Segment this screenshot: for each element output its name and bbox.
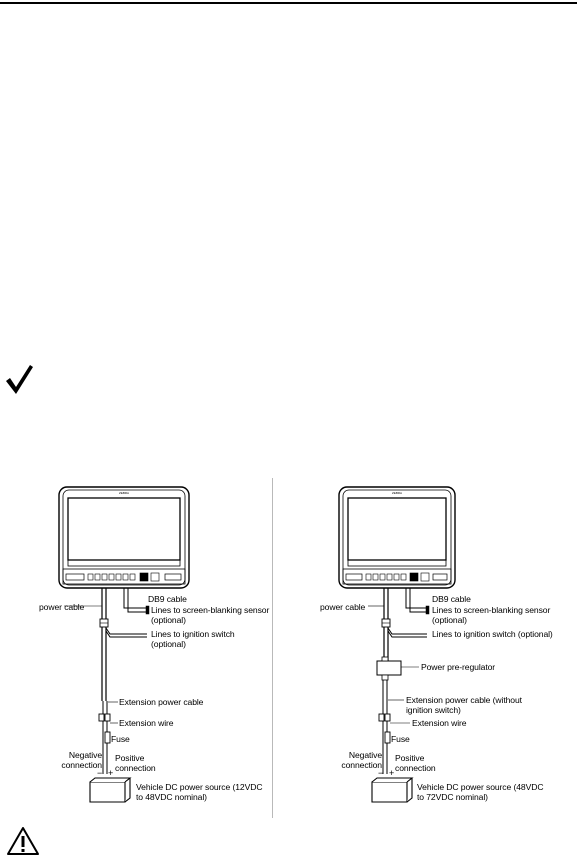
negative-connection-label: Negative connection: [61, 750, 102, 770]
check-icon: [6, 365, 33, 394]
negative-connection-label-right: Negative connection: [341, 750, 382, 770]
header-rule: [0, 2, 577, 4]
caution-icon: [7, 827, 39, 855]
vehicle-computer-left: [58, 486, 190, 589]
db9-cable-label: DB9 cable: [148, 594, 187, 604]
positive-connection-label: Positive connection: [115, 753, 156, 773]
wiring-diagram-left: ZEBRA − +: [58, 486, 190, 803]
svg-text:−: −: [97, 768, 102, 778]
figure-left: ZEBRA − + DB9 cab: [0, 486, 280, 816]
svg-text:ZEBRA: ZEBRA: [392, 491, 402, 495]
leader-lines-left: [64, 605, 118, 724]
figure-right: ZEBRA: [292, 486, 577, 816]
svg-text:−: −: [378, 768, 383, 778]
svg-text:+: +: [108, 768, 113, 778]
positive-connection-label-right: Positive connection: [395, 753, 436, 773]
extension-wire-label: Extension wire: [119, 718, 174, 728]
extension-power-cable-label-right: Extension power cable (without ignition …: [406, 695, 522, 715]
vehicle-computer-right: [338, 486, 456, 589]
power-source-label: Vehicle DC power source (12VDC to 48VDC …: [136, 782, 263, 802]
power-cable-label: power cable: [39, 602, 85, 612]
cables-left: [98, 588, 150, 774]
fuse-label: Fuse: [111, 734, 130, 744]
svg-text:ZEBRA: ZEBRA: [119, 491, 129, 495]
power-cable-label-right: power cable: [320, 602, 366, 612]
cables-right: [376, 588, 430, 774]
screen-blanking-label: Lines to screen-blanking sensor (optiona…: [151, 605, 270, 625]
ignition-switch-label-right: Lines to ignition switch (optional): [432, 629, 553, 639]
screen-blanking-label-right: Lines to screen-blanking sensor (optiona…: [432, 605, 551, 625]
extension-power-cable-label: Extension power cable: [119, 697, 204, 707]
leader-lines-right: [368, 605, 419, 724]
extension-wire-label-right: Extension wire: [412, 718, 467, 728]
battery-left: [89, 777, 132, 803]
wiring-diagram-right: ZEBRA: [338, 486, 456, 803]
pre-regulator-label: Power pre-regulator: [421, 662, 496, 672]
fuse-label-right: Fuse: [391, 734, 410, 744]
battery-right: [371, 777, 414, 803]
figure-divider: [272, 478, 273, 818]
svg-text:+: +: [389, 768, 394, 778]
ignition-switch-label: Lines to ignition switch (optional): [151, 629, 235, 649]
db9-cable-label-right: DB9 cable: [432, 594, 471, 604]
power-source-label-right: Vehicle DC power source (48VDC to 72VDC …: [417, 782, 544, 802]
